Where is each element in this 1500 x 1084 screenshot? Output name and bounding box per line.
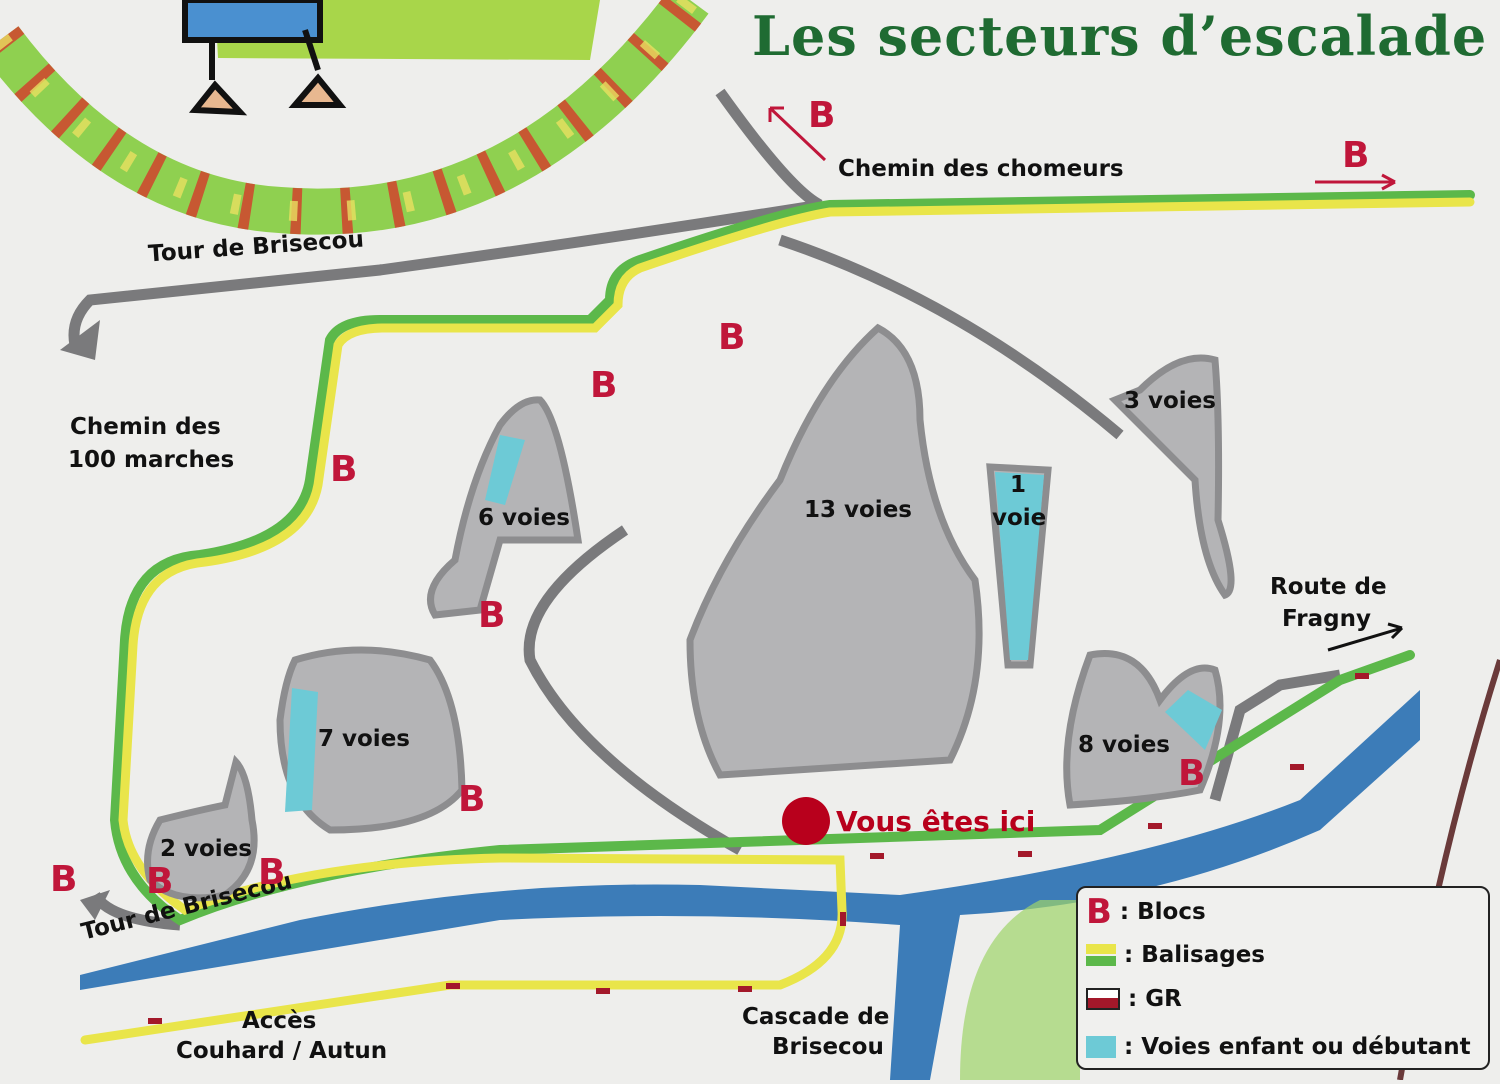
bloc-marker: B — [458, 779, 486, 820]
bloc-legend-symbol: B — [1086, 892, 1112, 932]
label-route-fragny-line2: Fragny — [1282, 606, 1371, 632]
legend-item-gr: : GR — [1086, 986, 1182, 1012]
sector-13 — [686, 323, 983, 779]
bloc-marker: B — [330, 449, 358, 490]
beginner-swatch-icon — [1086, 1036, 1116, 1058]
sector-8 — [1063, 650, 1224, 809]
sector-3 — [1108, 354, 1235, 600]
label-route-fragny-line1: Route de — [1270, 574, 1387, 600]
river — [80, 690, 1420, 1080]
beginner-zones — [285, 435, 1222, 812]
legend-item-blocs: B : Blocs — [1086, 892, 1206, 932]
label-you-are-here: Vous êtes ici — [836, 805, 1036, 838]
sector-label-13: 13 voies — [804, 497, 912, 523]
bloc-marker: B — [146, 861, 174, 902]
bloc-marker: B — [258, 852, 286, 893]
bloc-marker: B — [808, 95, 836, 136]
gr-markers — [148, 673, 1369, 1024]
sector-label-8: 8 voies — [1078, 732, 1170, 758]
bloc-marker: B — [478, 595, 506, 636]
sector-label-2: 2 voies — [160, 836, 252, 862]
map-title: Les secteurs d’escalade — [752, 4, 1488, 68]
sector-7 — [276, 646, 466, 834]
bloc-marker: B — [1342, 135, 1370, 176]
climber-illustration-icon — [182, 0, 347, 116]
legend-item-balisages: : Balisages — [1086, 942, 1265, 968]
rock-sectors — [144, 323, 1235, 902]
balisage-trail — [80, 190, 1475, 1045]
sector-label-3: 3 voies — [1124, 388, 1216, 414]
gr-swatch-icon — [1086, 988, 1120, 1010]
bloc-marker: B — [50, 859, 78, 900]
label-chemin-chomeurs: Chemin des chomeurs — [838, 156, 1124, 182]
map-legend: B : Blocs : Balisages : GR : Voies enfan… — [1076, 886, 1490, 1070]
sector-label-7: 7 voies — [318, 726, 410, 752]
sector-label-1b: voie — [992, 505, 1047, 531]
you-are-here-marker — [782, 797, 830, 845]
label-acces-line2: Couhard / Autun — [176, 1038, 388, 1064]
sector-label-1a: 1 — [1010, 472, 1027, 498]
bloc-marker: B — [590, 365, 618, 406]
bloc-marker: B — [718, 317, 746, 358]
balisage-swatch-icon — [1086, 944, 1116, 966]
label-chemin-100-line1: Chemin des — [70, 414, 221, 440]
label-acces-line1: Accès — [242, 1008, 317, 1034]
label-cascade-line2: Brisecou — [772, 1034, 884, 1060]
sector-2 — [144, 754, 258, 902]
bloc-marker: B — [1178, 753, 1206, 794]
direction-arrows — [768, 106, 1404, 652]
label-cascade-line1: Cascade de — [742, 1004, 890, 1030]
legend-item-beginner: : Voies enfant ou débutant — [1086, 1034, 1471, 1060]
sector-label-6: 6 voies — [478, 505, 570, 531]
sector-6 — [427, 396, 583, 619]
label-chemin-100-line2: 100 marches — [68, 447, 235, 473]
